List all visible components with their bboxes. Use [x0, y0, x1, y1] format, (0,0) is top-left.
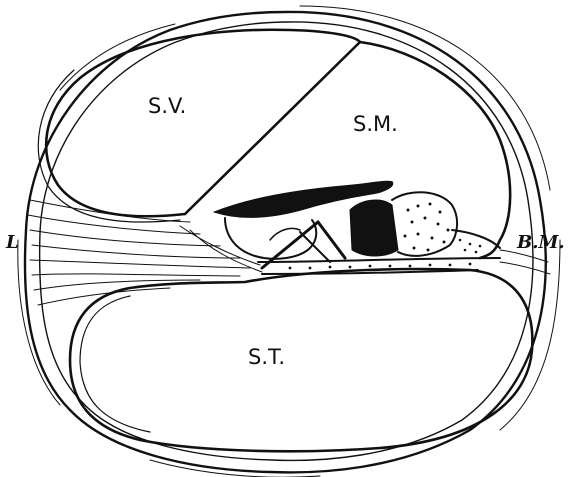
label-basilar-membrane: B.M.: [516, 232, 565, 253]
label-scala-tympani: S.T.: [248, 345, 285, 369]
outer-cells-texture: [459, 239, 482, 254]
label-scala-media: S.M.: [353, 112, 398, 136]
supporting-cells-texture: [404, 203, 450, 252]
label-left-side: L: [5, 232, 19, 253]
label-scala-vestibuli: S.V.: [148, 94, 186, 118]
scala-tympani-chamber: [70, 269, 532, 451]
outer-wall: [18, 6, 560, 477]
